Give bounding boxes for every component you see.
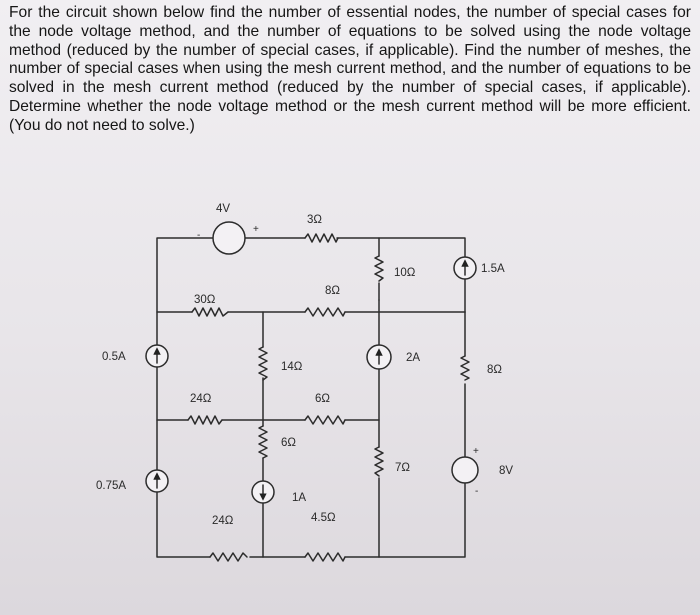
label-8ohm-right: 8Ω bbox=[487, 364, 502, 376]
label-4-5ohm: 4.5Ω bbox=[311, 512, 336, 524]
resistor-24ohm-mid bbox=[187, 415, 223, 425]
label-24ohm-bottom: 24Ω bbox=[212, 515, 234, 527]
resistor-24ohm-bottom bbox=[209, 552, 248, 562]
label-8v: 8V bbox=[499, 465, 513, 477]
label-8ohm-mid: 8Ω bbox=[325, 285, 340, 297]
label-4v: 4V bbox=[216, 203, 230, 215]
label-30ohm: 30Ω bbox=[194, 294, 216, 306]
current-source-1a bbox=[251, 480, 275, 504]
label-14ohm: 14Ω bbox=[281, 361, 303, 373]
voltage-source-8v bbox=[451, 456, 479, 484]
label-0-75a: 0.75A bbox=[96, 480, 126, 492]
label-6ohm-mid: 6Ω bbox=[315, 393, 330, 405]
label-8v-minus: - bbox=[475, 486, 478, 497]
resistor-8ohm-mid bbox=[304, 307, 346, 317]
resistor-10ohm bbox=[374, 255, 384, 282]
question-text: For the circuit shown below find the num… bbox=[9, 4, 691, 134]
resistor-30ohm bbox=[191, 307, 229, 317]
resistor-14ohm bbox=[258, 346, 268, 381]
label-0-5a: 0.5A bbox=[102, 351, 126, 363]
resistor-4-5ohm bbox=[304, 552, 346, 562]
label-1-5a: 1.5A bbox=[481, 263, 505, 275]
wires bbox=[156, 237, 466, 558]
label-7ohm: 7Ω bbox=[395, 462, 410, 474]
current-source-0-75a bbox=[145, 469, 169, 493]
resistor-6ohm-lower bbox=[258, 425, 268, 459]
label-6ohm-lower: 6Ω bbox=[281, 437, 296, 449]
resistor-8ohm-right bbox=[460, 355, 470, 381]
resistor-7ohm bbox=[374, 446, 384, 477]
label-4v-minus: - bbox=[197, 230, 200, 241]
current-source-2a bbox=[366, 344, 392, 370]
current-source-1-5a bbox=[453, 256, 477, 280]
voltage-source-4v bbox=[212, 221, 246, 255]
label-4v-plus: + bbox=[253, 224, 259, 235]
label-1a: 1A bbox=[292, 492, 306, 504]
label-24ohm-mid: 24Ω bbox=[190, 393, 212, 405]
current-source-0-5a bbox=[145, 344, 169, 368]
label-2a: 2A bbox=[406, 352, 420, 364]
resistor-6ohm-mid bbox=[304, 415, 346, 425]
label-3ohm: 3Ω bbox=[307, 214, 322, 226]
label-10ohm: 10Ω bbox=[394, 267, 416, 279]
label-8v-plus: + bbox=[473, 446, 479, 457]
resistor-3ohm bbox=[304, 233, 339, 243]
